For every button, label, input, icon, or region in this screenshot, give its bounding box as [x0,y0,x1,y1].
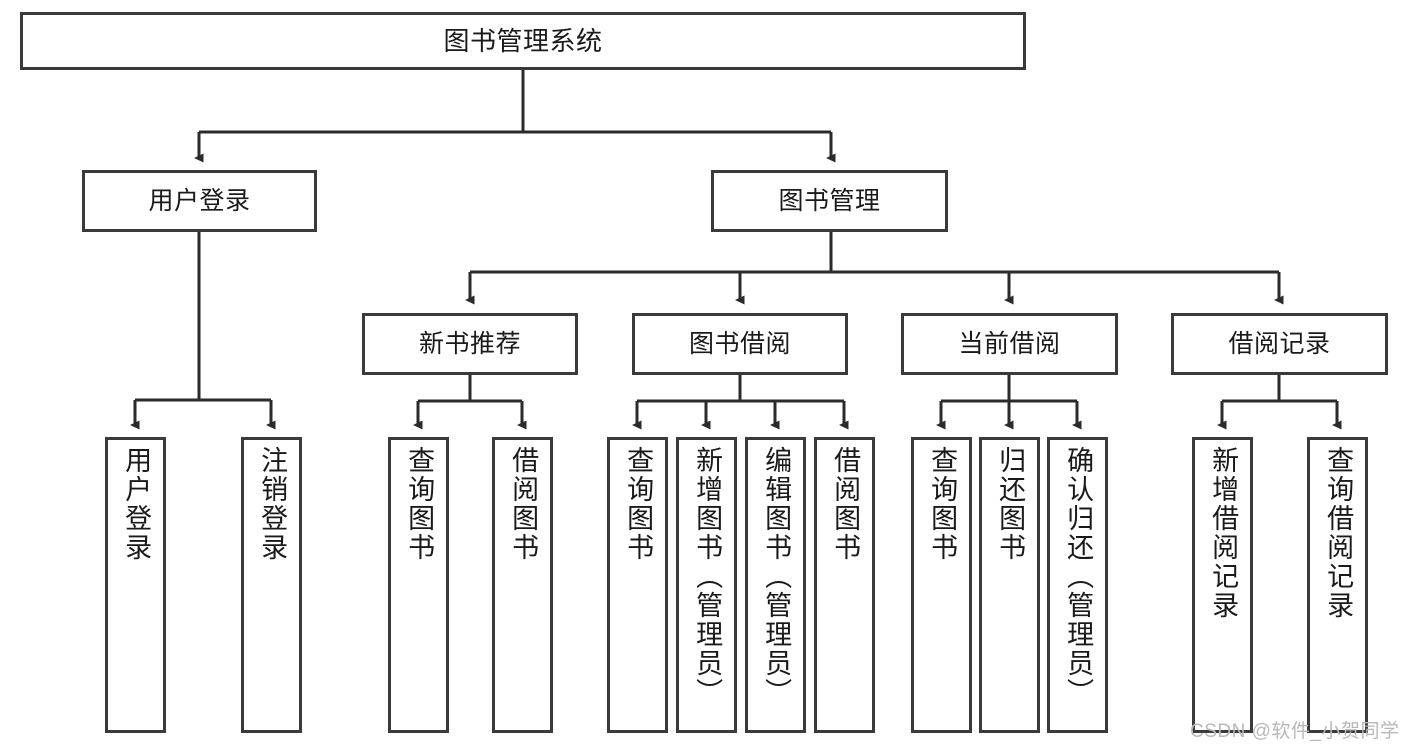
node-label: 借阅图书 [508,446,539,562]
node-label: 图书管理系统 [443,26,603,56]
node-label: 查询图书 [404,446,435,562]
node-current-borrow[interactable]: 当前借阅 [901,313,1118,375]
node-label: 确认归还（管理员） [1063,446,1094,707]
node-label: 借阅图书 [830,446,861,562]
node-label: 借阅记录 [1228,329,1331,358]
leaf-current-borrow-return-book[interactable]: 归还图书 [979,437,1040,733]
leaf-current-borrow-query-book[interactable]: 查询图书 [911,437,972,733]
node-label: 图书管理 [778,186,881,215]
node-new-book-recommend[interactable]: 新书推荐 [362,313,578,375]
leaf-book-borrow-edit-book-admin[interactable]: 编辑图书（管理员） [745,437,806,733]
node-label: 归还图书 [995,446,1026,562]
node-label: 新书推荐 [418,329,521,358]
leaf-current-borrow-confirm-return-admin[interactable]: 确认归还（管理员） [1047,437,1108,733]
node-label: 新增借阅记录 [1208,446,1239,620]
leaf-book-borrow-query-book[interactable]: 查询图书 [607,437,668,733]
leaf-borrow-record-add-record[interactable]: 新增借阅记录 [1192,437,1253,733]
leaf-new-book-borrow-book[interactable]: 借阅图书 [492,437,553,733]
node-label: 当前借阅 [958,329,1061,358]
leaf-book-borrow-add-book-admin[interactable]: 新增图书（管理员） [676,437,737,733]
leaf-book-borrow-borrow-book[interactable]: 借阅图书 [814,437,875,733]
node-book-borrow[interactable]: 图书借阅 [632,313,848,375]
node-label: 查询图书 [927,446,958,562]
node-label: 图书借阅 [688,329,791,358]
node-label: 查询借阅记录 [1323,446,1354,620]
node-label: 新增图书（管理员） [692,446,723,707]
leaf-borrow-record-query-record[interactable]: 查询借阅记录 [1307,437,1368,733]
leaf-new-book-query-book[interactable]: 查询图书 [388,437,449,733]
node-borrow-record[interactable]: 借阅记录 [1171,313,1388,375]
csdn-watermark: CSDN @软件_小贺同学 [1190,721,1400,742]
node-user-login[interactable]: 用户登录 [82,170,317,232]
node-root-book-management-system[interactable]: 图书管理系统 [20,12,1026,70]
leaf-user-login-login[interactable]: 用户登录 [105,437,166,733]
node-label: 用户登录 [121,446,152,562]
node-book-management[interactable]: 图书管理 [711,170,948,232]
leaf-user-login-logout[interactable]: 注销登录 [241,437,302,733]
node-label: 查询图书 [623,446,654,562]
node-label: 编辑图书（管理员） [761,446,792,707]
node-label: 注销登录 [257,446,288,562]
node-label: 用户登录 [148,186,251,215]
